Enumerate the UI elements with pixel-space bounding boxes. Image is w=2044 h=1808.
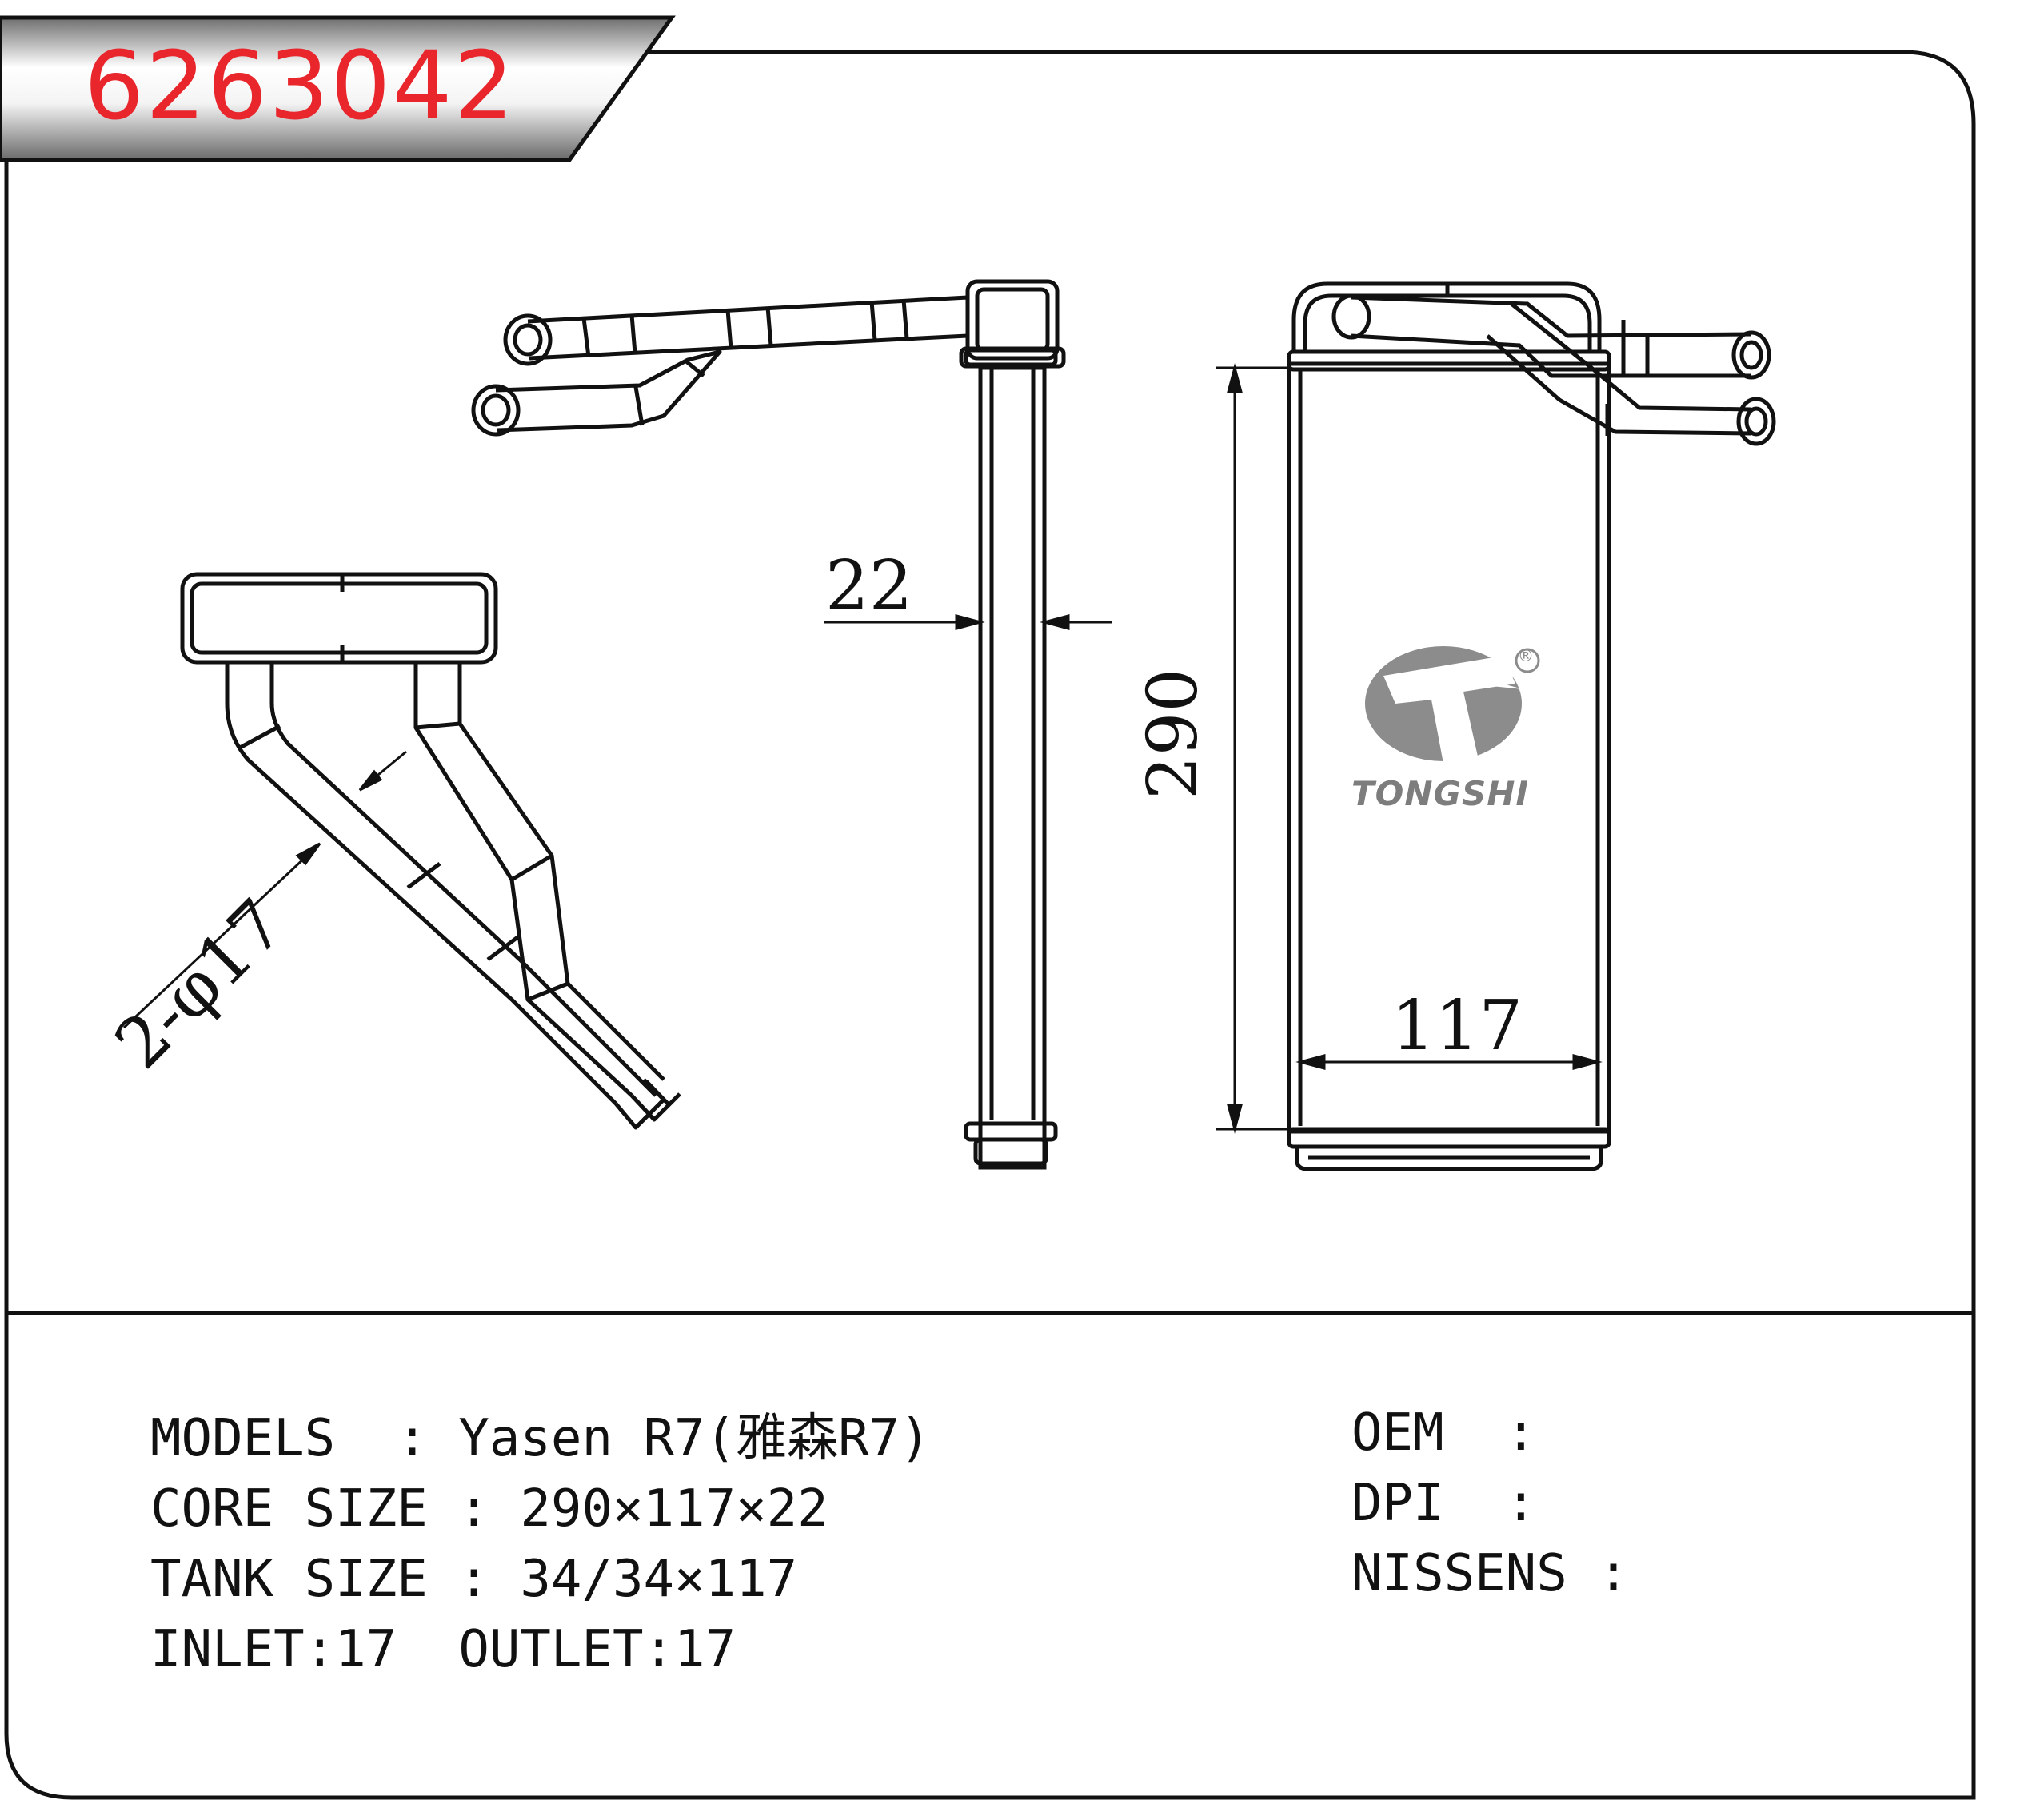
pipe-dim-leader: [122, 750, 407, 1029]
core-size-line: CORE SIZE : 290×117×22: [150, 1479, 828, 1539]
width-dim-label: 117: [1391, 986, 1523, 1066]
tank-size-line: TANK SIZE : 34/34×117: [150, 1550, 798, 1609]
width-dim-lines: [1295, 1054, 1603, 1070]
part-number: 6263042: [84, 30, 516, 141]
models-line: MODELS : Yasen R7(雅森R7): [150, 1409, 931, 1468]
registered-mark: ®: [1518, 646, 1534, 665]
dpi-line: DPI :: [1351, 1474, 1537, 1533]
nissens-line: NISSENS :: [1351, 1544, 1629, 1603]
top-view: [471, 279, 1066, 437]
header-tab: [0, 15, 676, 162]
height-dim-label: 290: [1133, 668, 1213, 800]
specs-block: MODELS : Yasen R7(雅森R7) CORE SIZE : 290×…: [150, 1403, 931, 1685]
thickness-dim-label: 22: [825, 546, 913, 626]
references-block: OEM : DPI : NISSENS :: [1351, 1398, 1629, 1609]
outer-frame: [4, 50, 1976, 1800]
height-dim-lines: [1216, 363, 1289, 1134]
oem-line: OEM :: [1351, 1403, 1537, 1463]
brand-name: TONGSHI: [1351, 774, 1530, 813]
side-view: [180, 572, 681, 1130]
inlet-outlet-line: INLET:17 OUTLET:17: [150, 1620, 737, 1679]
front-view: [1287, 281, 1776, 1171]
brand-logo: [1365, 646, 1540, 764]
thickness-dim-lines: [824, 614, 1112, 630]
edge-view: [964, 348, 1058, 1170]
